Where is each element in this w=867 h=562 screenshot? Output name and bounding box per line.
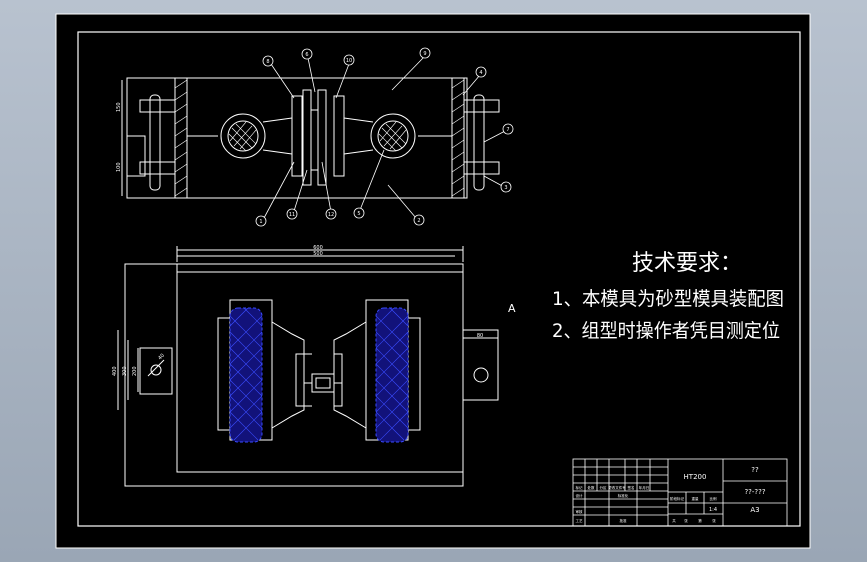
tb-cell-approve: 批准 (620, 518, 628, 523)
svg-text:5: 5 (357, 211, 360, 217)
tb-cell-zone: 分区 (600, 485, 608, 490)
tb-cell-mark: 标记 (576, 485, 584, 490)
balloon-1: 1 (255, 215, 267, 227)
dim-150: 150 (116, 102, 122, 112)
tb-cell-stage: 阶段标记 (670, 496, 684, 501)
tb-cell-date: 年月日 (639, 485, 650, 490)
title-block-drawing-no: ??-??? (744, 488, 765, 496)
requirement-item-1: 1、本模具为砂型模具装配图 (552, 288, 784, 310)
svg-text:6: 6 (305, 52, 308, 58)
tb-cell-count: 处数 (588, 485, 596, 490)
requirement-item-2: 2、组型时操作者凭目测定位 (552, 320, 780, 342)
requirements-title: 技术要求： (632, 251, 742, 276)
dim-40: 40 (157, 353, 166, 362)
svg-text:4: 4 (479, 70, 482, 76)
svg-text:1: 1 (259, 219, 262, 225)
balloon-8: 8 (262, 55, 274, 67)
balloons: 8 6 10 9 4 7 3 11 12 5 2 1 (255, 47, 514, 227)
hatched-core-left (229, 307, 263, 443)
left-plate-hatch (174, 79, 188, 197)
svg-text:7: 7 (506, 127, 509, 133)
title-block-text: HT200 ?? ??-??? 1:4 A3 标记 处数 分区 更改文件号 签名… (576, 466, 766, 523)
balloon-11: 11 (286, 208, 298, 220)
balloon-5: 5 (353, 207, 365, 219)
tb-cell-review: 审核 (576, 509, 584, 514)
svg-text:10: 10 (346, 58, 352, 64)
dim-200: 200 (132, 366, 138, 376)
tb-cell-signature: 签名 (628, 485, 635, 490)
balloon-6: 6 (301, 48, 313, 60)
svg-text:12: 12 (328, 212, 334, 218)
view-label-a: A (508, 302, 516, 315)
technical-requirements: 技术要求： 1、本模具为砂型模具装配图 2、组型时操作者凭目测定位 (552, 251, 784, 342)
dim-80: 80 (477, 333, 483, 339)
drawing-sheet (55, 13, 811, 549)
tb-cell-design: 设计 (576, 493, 584, 498)
dim-300: 300 (122, 366, 128, 376)
dim-500: 500 (313, 251, 323, 257)
title-block (572, 458, 788, 527)
tb-cell-total: 共 (672, 518, 676, 523)
svg-text:8: 8 (266, 59, 269, 65)
tb-cell-change-doc: 更改文件号 (608, 485, 626, 490)
title-block-name: ?? (751, 466, 759, 474)
title-block-scale: 1:4 (709, 507, 717, 513)
top-view (121, 77, 500, 199)
balloon-12: 12 (325, 208, 337, 220)
tb-cell-no: 第 (698, 518, 702, 523)
svg-text:11: 11 (289, 212, 295, 218)
tb-cell-process: 工艺 (576, 518, 584, 523)
balloon-3: 3 (500, 181, 512, 193)
hatched-core-right (375, 307, 409, 443)
svg-text:3: 3 (504, 185, 507, 191)
svg-text:2: 2 (417, 218, 420, 224)
title-block-material: HT200 (684, 473, 707, 481)
balloon-2: 2 (413, 214, 425, 226)
dim-100: 100 (116, 162, 122, 172)
tb-cell-scale: 比例 (710, 496, 718, 501)
balloon-4: 4 (475, 66, 487, 78)
dim-400: 400 (112, 366, 118, 376)
tb-cell-sheet: 张 (712, 518, 716, 523)
svg-text:9: 9 (423, 51, 426, 57)
dim-600: 600 (313, 245, 323, 251)
core-hatch-left (228, 121, 257, 152)
right-plate-hatch (451, 79, 465, 197)
balloon-7: 7 (502, 123, 514, 135)
balloon-10: 10 (343, 54, 355, 66)
balloon-9: 9 (419, 47, 431, 59)
tb-cell-standard: 标准化 (618, 493, 629, 498)
core-hatch-right (378, 121, 407, 152)
tb-cell-weight: 重量 (692, 496, 700, 501)
tb-cell-sheets: 张 (684, 518, 688, 523)
title-block-sheet: A3 (750, 506, 759, 514)
inner-frame (77, 31, 801, 527)
